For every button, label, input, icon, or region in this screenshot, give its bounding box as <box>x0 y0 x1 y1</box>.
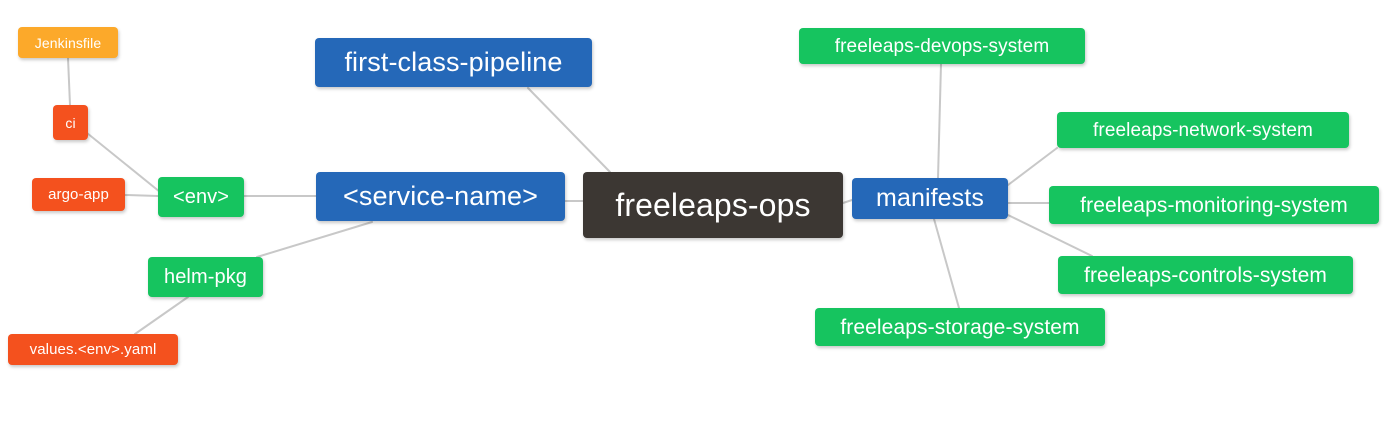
node-freeleaps-ops[interactable]: freeleaps-ops <box>583 172 843 238</box>
node-manifests[interactable]: manifests <box>852 178 1008 219</box>
node-freeleaps-monitoring-system[interactable]: freeleaps-monitoring-system <box>1049 186 1379 224</box>
node-label-freeleaps-network-system: freeleaps-network-system <box>1093 119 1313 141</box>
node-label-freeleaps-ops: freeleaps-ops <box>615 187 811 223</box>
node-label-values-yaml: values.<env>.yaml <box>29 341 157 358</box>
node-label-ci: ci <box>65 114 76 131</box>
node-first-class-pipeline[interactable]: first-class-pipeline <box>315 38 592 87</box>
node-label-freeleaps-monitoring-system: freeleaps-monitoring-system <box>1080 193 1348 217</box>
node-label-freeleaps-storage-system: freeleaps-storage-system <box>840 315 1080 339</box>
node-freeleaps-controls-system[interactable]: freeleaps-controls-system <box>1058 256 1353 294</box>
node-label-helm-pkg: helm-pkg <box>163 266 248 288</box>
node-argo-app[interactable]: argo-app <box>32 178 125 211</box>
edge-freeleaps-ops-to-manifests <box>842 199 853 204</box>
edge-manifests-to-freeleaps-storage-system <box>933 218 960 309</box>
node-freeleaps-network-system[interactable]: freeleaps-network-system <box>1057 112 1349 148</box>
node-freeleaps-storage-system[interactable]: freeleaps-storage-system <box>815 308 1105 346</box>
node-label-first-class-pipeline: first-class-pipeline <box>344 47 563 77</box>
node-jenkinsfile[interactable]: Jenkinsfile <box>18 27 118 58</box>
node-label-argo-app: argo-app <box>48 186 109 203</box>
node-service-name[interactable]: <service-name> <box>316 172 565 221</box>
node-label-service-name: <service-name> <box>343 181 538 211</box>
node-values-yaml[interactable]: values.<env>.yaml <box>8 334 178 365</box>
node-ci[interactable]: ci <box>53 105 88 140</box>
edge-first-class-pipeline-to-freeleaps-ops <box>527 87 611 173</box>
node-label-freeleaps-devops-system: freeleaps-devops-system <box>834 35 1050 57</box>
edge-manifests-to-freeleaps-network-system <box>1007 147 1058 186</box>
node-label-freeleaps-controls-system: freeleaps-controls-system <box>1084 263 1327 287</box>
edge-values-yaml-to-helm-pkg <box>134 296 189 335</box>
edge-manifests-to-freeleaps-devops-system <box>937 63 942 179</box>
edge-jenkinsfile-to-ci <box>67 57 71 106</box>
node-env[interactable]: <env> <box>158 177 244 217</box>
node-freeleaps-devops-system[interactable]: freeleaps-devops-system <box>799 28 1085 64</box>
edge-argo-app-to-env <box>124 194 159 197</box>
edge-helm-pkg-to-service-name <box>256 221 373 258</box>
node-helm-pkg[interactable]: helm-pkg <box>148 257 263 297</box>
node-label-jenkinsfile: Jenkinsfile <box>34 34 102 51</box>
node-label-manifests: manifests <box>876 184 984 212</box>
node-label-env: <env> <box>172 186 230 208</box>
